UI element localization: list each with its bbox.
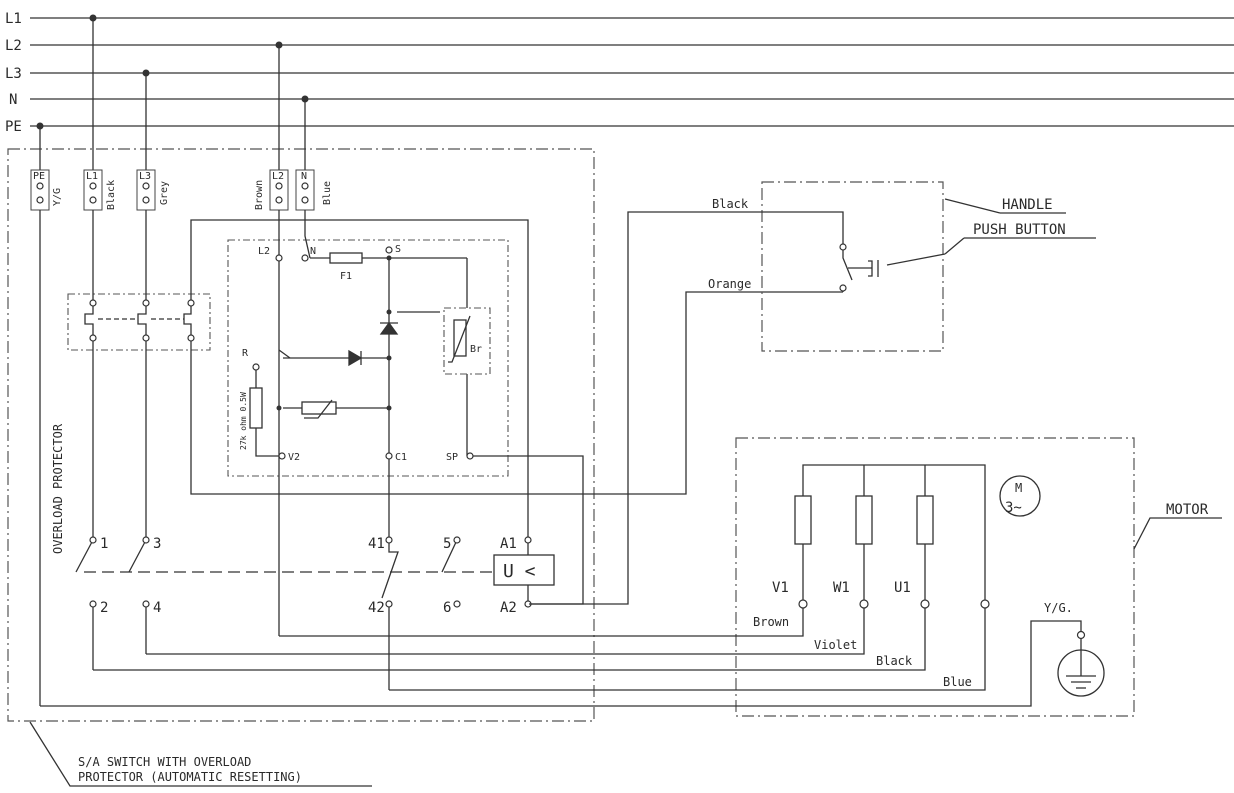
contact-label-4: 4 [153, 600, 161, 616]
terminal-n-label: N [301, 171, 307, 182]
motor-wire-violet: Violet [814, 638, 857, 652]
handle-wire-black: Black [712, 197, 749, 211]
caption-line-1: S/A SWITCH WITH OVERLOAD [78, 755, 251, 769]
motor-title: MOTOR [1166, 502, 1209, 518]
terminal-l3: L3 Grey [136, 169, 170, 211]
caption: S/A SWITCH WITH OVERLOAD PROTECTOR (AUTO… [29, 721, 372, 787]
motor-wire-black: Black [876, 654, 913, 668]
motor-label-v1: V1 [772, 580, 789, 596]
terminal-l1-label: L1 [86, 171, 98, 182]
control-board: L2 N S F1 R 27k ohm 0.5W V2 C1 SP Br [227, 210, 584, 636]
terminal-l1: L1 Black [83, 169, 117, 211]
terminal-n: N Blue [295, 169, 333, 211]
terminal-pe-label: PE [33, 171, 45, 182]
terminal-l2: L2 Brown [254, 169, 289, 211]
motor-label-u1: U1 [894, 580, 911, 596]
supply-lines: L1 L2 L3 N PE [5, 11, 1234, 135]
motor-wire-brown: Brown [753, 615, 789, 629]
motor-symbol-m: M [1015, 481, 1022, 495]
terminal-n-color: Blue [322, 181, 333, 205]
board-label-l2: L2 [258, 246, 270, 257]
motor-wire-blue: Blue [943, 675, 972, 689]
contact-label-a1: A1 [500, 536, 517, 552]
main-contacts: 1 3 41 5 A1 2 4 42 6 A2 U < [75, 536, 555, 690]
terminal-l3-color: Grey [159, 181, 170, 205]
line-label-pe: PE [5, 119, 22, 135]
overload-protector: OVERLOAD PROTECTOR [39, 210, 843, 706]
motor-label-w1: W1 [833, 580, 850, 596]
motor-label-yg: Y/G. [1044, 601, 1073, 615]
contact-label-3: 3 [153, 536, 161, 552]
board-label-n: N [310, 246, 316, 257]
line-label-n: N [9, 92, 17, 108]
board-label-resistor: 27k ohm 0.5W [239, 392, 248, 450]
line-label-l2: L2 [5, 38, 22, 54]
contact-label-5: 5 [443, 536, 451, 552]
board-label-f1: F1 [340, 271, 352, 282]
contact-label-6: 6 [443, 600, 451, 616]
line-label-l3: L3 [5, 66, 22, 82]
board-label-s: S [395, 244, 401, 255]
contact-label-42: 42 [368, 600, 385, 616]
terminal-blocks: PE Y/G L1 Black L3 Grey L2 Brown N Blue [30, 169, 333, 211]
handle-push-button: Black Orange HANDLE PUSH BUTTON [529, 181, 1096, 605]
undervoltage-relay-label: U < [503, 561, 536, 582]
contact-label-a2: A2 [500, 600, 517, 616]
board-label-br: Br [470, 344, 482, 355]
contact-label-41: 41 [368, 536, 385, 552]
terminal-pe: PE Y/G [30, 169, 63, 211]
terminal-l1-color: Black [106, 180, 117, 210]
board-label-sp: SP [446, 452, 458, 463]
contact-label-1: 1 [100, 536, 108, 552]
handle-wire-orange: Orange [708, 277, 751, 291]
motor: M 3~ MOTOR V1 W1 U1 Y/G. Brown Violet Bl… [40, 437, 1222, 717]
terminal-l2-label: L2 [272, 171, 284, 182]
push-button-label: PUSH BUTTON [973, 222, 1066, 238]
board-label-v2: V2 [288, 452, 300, 463]
switch-enclosure [7, 148, 595, 722]
motor-symbol-phase: 3~ [1005, 500, 1022, 516]
caption-line-2: PROTECTOR (AUTOMATIC RESETTING) [78, 770, 302, 784]
board-label-r: R [242, 348, 249, 359]
handle-title: HANDLE [1002, 197, 1053, 213]
terminal-l2-color: Brown [254, 180, 265, 210]
terminal-l3-label: L3 [139, 171, 151, 182]
board-label-c1: C1 [395, 452, 407, 463]
contact-label-2: 2 [100, 600, 108, 616]
terminal-pe-color: Y/G [52, 188, 63, 206]
line-label-l1: L1 [5, 11, 22, 27]
overload-protector-label: OVERLOAD PROTECTOR [51, 423, 65, 554]
